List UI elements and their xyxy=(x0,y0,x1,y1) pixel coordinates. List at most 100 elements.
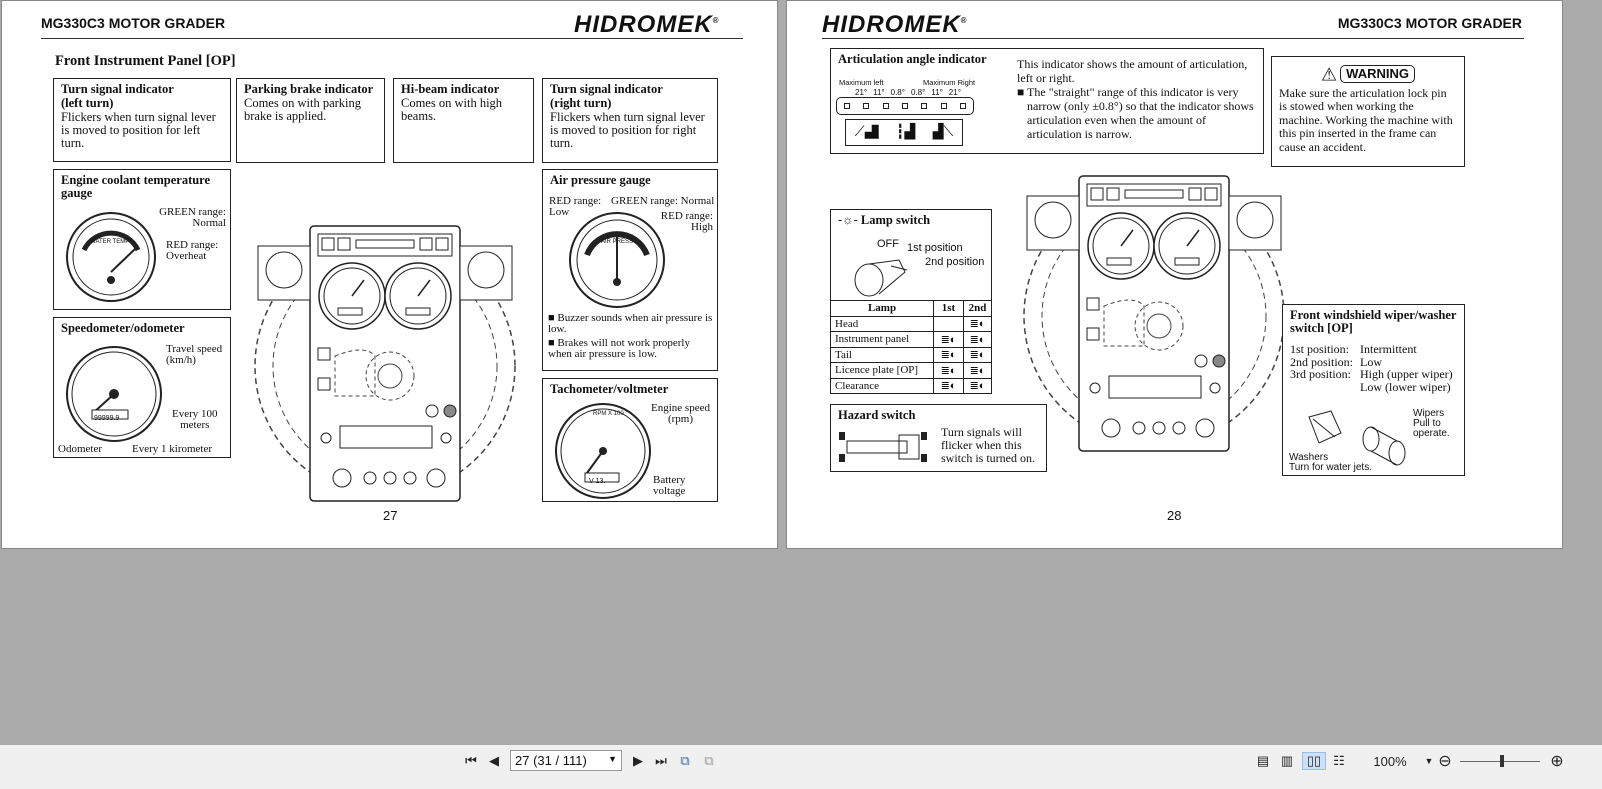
label: Battery xyxy=(653,474,686,486)
zoom-dropdown-icon[interactable]: ▼ xyxy=(1424,756,1434,766)
articulation-lamp xyxy=(921,103,928,109)
coolant-gauge-box: Engine coolant temperature gauge WATER T… xyxy=(53,169,231,310)
second-position-cell: ≣◐ xyxy=(963,362,992,379)
zoom-out-icon[interactable]: ⊖ xyxy=(1438,753,1452,770)
angle-label: 21° xyxy=(948,88,961,97)
dial-label: AIR PRESS xyxy=(601,239,634,245)
page-28: HIDROMEK® MG330C3 MOTOR GRADER Articulat… xyxy=(786,0,1563,549)
articulation-lamp xyxy=(882,103,889,109)
articulation-box: Articulation angle indicator Maximum lef… xyxy=(830,48,1264,154)
wiper-position-row: Low (lower wiper) xyxy=(1290,380,1457,394)
label: (km/h) xyxy=(166,354,196,366)
second-position-cell: ≣◐ xyxy=(963,346,992,363)
tachometer-box: Tachometer/voltmeter RPM X 100 V 13. Eng… xyxy=(542,378,718,502)
label: Engine speed xyxy=(651,402,710,414)
position-label: 2nd position: xyxy=(1290,354,1354,369)
box-title: Tachometer/voltmeter xyxy=(550,382,669,396)
position-mode: Low xyxy=(1360,354,1382,369)
paragraph: This indicator shows the amount of artic… xyxy=(1017,57,1248,85)
lamp-switch-box: -☼- Lamp switch OFF 1st position 2nd pos… xyxy=(830,209,992,301)
instrument-panel-illustration xyxy=(1009,166,1299,456)
first-page-icon[interactable]: ⏮ xyxy=(465,753,477,768)
wiper-switch-knob-icon xyxy=(1308,410,1406,466)
position-mode: High (upper wiper) xyxy=(1360,367,1453,381)
position-label: 3rd position: xyxy=(1290,367,1352,381)
second-position-cell: ≣◐ xyxy=(963,331,992,348)
box-title: Air pressure gauge xyxy=(550,173,651,187)
angle-label: 0.8° xyxy=(910,88,926,97)
first-position-cell: ≣◐ xyxy=(933,377,964,394)
label: Low xyxy=(549,206,570,218)
continuous-two-page-icon[interactable]: ☷ xyxy=(1333,753,1345,768)
air-pressure-box: Air pressure gauge AIR PRESS RED range:L… xyxy=(542,169,718,371)
wiper-switch-box: Front windshield wiper/washer switch [OP… xyxy=(1282,304,1465,476)
page-27: MG330C3 MOTOR GRADER HIDROMEK® Front Ins… xyxy=(1,0,778,549)
coolant-gauge-icon xyxy=(66,212,156,302)
box-title: Speedometer/odometer xyxy=(61,321,185,335)
box-title: Turn signal indicator xyxy=(550,82,663,96)
header-divider xyxy=(822,38,1524,39)
next-page-icon[interactable]: ▶ xyxy=(633,753,643,768)
box-text: Flickers when turn signal lever is moved… xyxy=(550,110,705,150)
first-position-cell: ≣◐ xyxy=(933,362,964,379)
box-title: Hazard switch xyxy=(838,408,916,422)
articulation-lamp xyxy=(901,103,908,109)
box-title: Hi-beam indicator xyxy=(401,82,500,96)
zoom-in-icon[interactable]: ⊕ xyxy=(1550,753,1564,770)
angle-label: 21° xyxy=(855,88,868,97)
box-title: (left turn) xyxy=(61,96,114,110)
single-page-icon[interactable]: ▤ xyxy=(1256,753,1270,768)
last-page-icon[interactable]: ⏭ xyxy=(655,753,667,768)
lamp-switch-knob-icon xyxy=(854,259,908,297)
dial-label: RPM X 100 xyxy=(593,411,624,417)
label: RED range: xyxy=(166,239,219,251)
turn-left-box: Turn signal indicator(left turn) Flicker… xyxy=(53,78,231,162)
zoom-level[interactable]: 100% xyxy=(1373,753,1407,769)
table-row: Head≣◐ xyxy=(830,315,992,332)
bullet: Brakes will not work properly when air p… xyxy=(548,337,690,360)
next-view-icon[interactable]: ⧉ xyxy=(704,753,714,768)
col-header: Lamp xyxy=(830,300,934,317)
articulation-lamp xyxy=(940,103,947,109)
col-header: 2nd xyxy=(963,300,992,317)
warning-text: Make sure the articulation lock pin is s… xyxy=(1279,85,1453,154)
articulation-text: This indicator shows the amount of artic… xyxy=(1017,57,1257,141)
articulate-right-icon: ▟⟍ xyxy=(932,125,954,140)
label: Every 1 kirometer xyxy=(132,443,213,455)
lamp-name: Instrument panel xyxy=(830,331,934,348)
two-page-icon[interactable]: ▯▯ xyxy=(1302,752,1326,770)
wiper-position-row: 2nd position: Low xyxy=(1290,354,1457,369)
page-select[interactable]: 27 (31 / 111)▼ xyxy=(510,750,622,771)
dial-label: WATER TEMP xyxy=(90,239,130,245)
label: Wipers Pull to operate. xyxy=(1413,408,1450,439)
zoom-slider-handle[interactable] xyxy=(1500,755,1504,767)
hazard-vehicle-icon xyxy=(839,432,927,462)
label: Every 100 xyxy=(172,408,218,420)
angle-label: 11° xyxy=(931,88,943,97)
box-title: Parking brake indicator xyxy=(244,82,374,96)
speedometer-box: Speedometer/odometer 99999.9 Travel spee… xyxy=(53,317,231,458)
col-header: 1st xyxy=(933,300,964,317)
wiper-position-row: 3rd position: High (upper wiper) xyxy=(1290,368,1457,381)
label: Odometer xyxy=(58,443,102,455)
previous-view-icon[interactable]: ⧉ xyxy=(680,753,690,768)
articulation-lamp xyxy=(960,103,967,109)
label: Normal xyxy=(192,217,226,229)
bullet: The "straight" range of this indicator i… xyxy=(1027,85,1254,141)
articulation-lamp xyxy=(863,103,870,109)
box-text: Flickers when turn signal lever is moved… xyxy=(61,110,216,150)
label: GREEN range: Normal xyxy=(611,195,715,207)
continuous-page-icon[interactable]: ▥ xyxy=(1280,753,1294,768)
section-title: Front Instrument Panel [OP] xyxy=(55,53,236,69)
previous-page-icon[interactable]: ◀ xyxy=(489,753,499,768)
second-position-cell: ≣◐ xyxy=(963,377,992,394)
angle-label: 0.8° xyxy=(890,88,905,97)
position-label xyxy=(1290,381,1360,394)
label: 1st position xyxy=(907,242,963,254)
lamp-name: Licence plate [OP] xyxy=(830,362,934,379)
label: RED range: xyxy=(549,195,602,207)
speedometer-icon xyxy=(66,346,162,442)
